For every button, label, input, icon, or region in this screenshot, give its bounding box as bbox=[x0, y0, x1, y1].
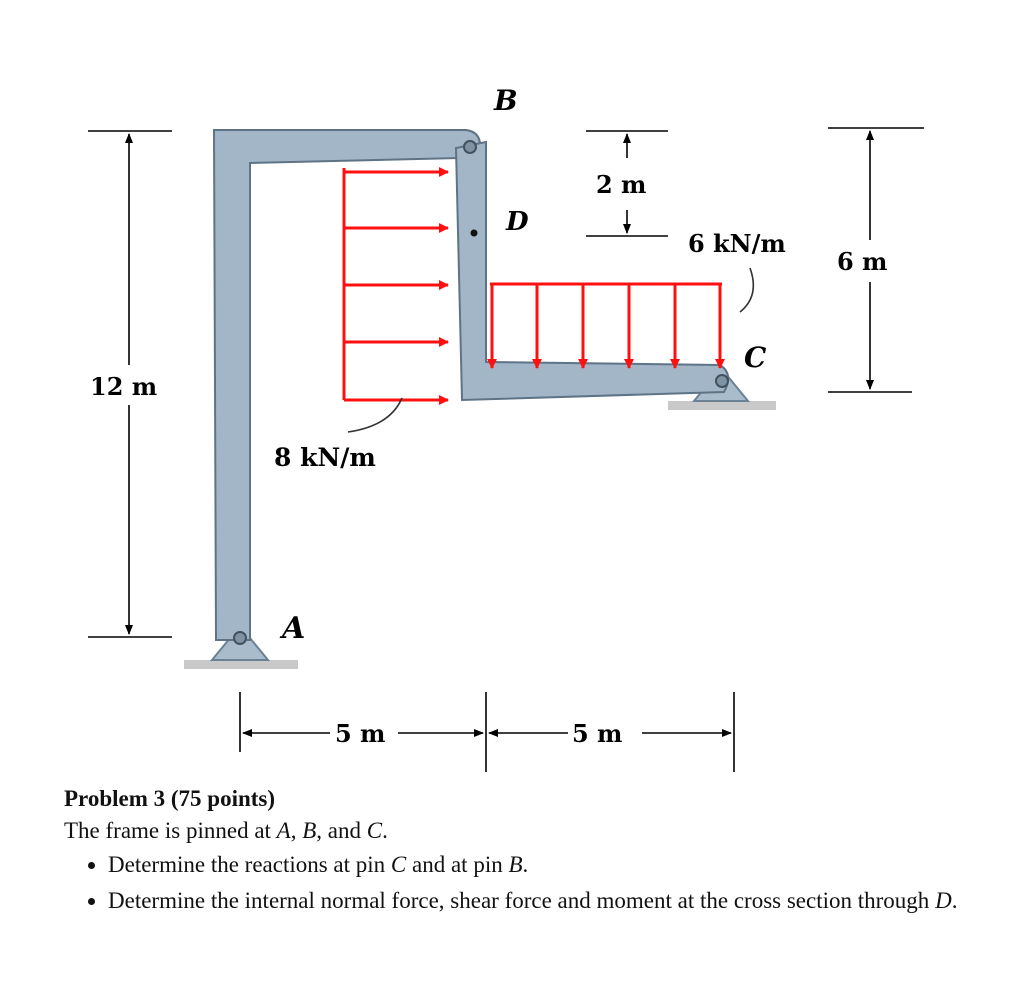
label-d: D bbox=[505, 207, 529, 237]
label-6m: 6 m bbox=[837, 247, 887, 276]
member-bdc bbox=[454, 140, 730, 402]
intro-end: . bbox=[382, 818, 388, 843]
frame-diagram: B D C A 8 kN/m 6 kN/m 12 m 6 m 2 m 5 m 5… bbox=[88, 84, 924, 772]
dimension-lines bbox=[88, 127, 924, 772]
task2-end: . bbox=[951, 888, 958, 913]
problem-intro: The frame is pinned at A, B, and C. bbox=[64, 815, 964, 847]
leader-6kn bbox=[739, 267, 755, 313]
label-5m-left: 5 m bbox=[335, 719, 385, 748]
task2-d: D bbox=[935, 888, 952, 913]
label-a: A bbox=[279, 611, 305, 646]
pins bbox=[233, 140, 729, 645]
ground-a bbox=[184, 660, 298, 669]
intro-b: B bbox=[302, 818, 317, 843]
label-b: B bbox=[493, 84, 518, 117]
label-8kn: 8 kN/m bbox=[274, 443, 376, 472]
point-d bbox=[470, 229, 478, 237]
leader-8kn bbox=[347, 397, 403, 433]
label-5m-right: 5 m bbox=[572, 719, 622, 748]
task2-text: Determine the internal normal force, she… bbox=[108, 888, 936, 913]
problem-title: Problem 3 (75 points) bbox=[64, 786, 276, 811]
label-2m: 2 m bbox=[596, 170, 646, 199]
task-item-reactions: Determine the reactions at pin C and at … bbox=[108, 849, 964, 881]
task1-text: Determine the reactions at pin bbox=[108, 852, 391, 877]
pin-c bbox=[715, 374, 729, 388]
intro-sep1: , bbox=[290, 818, 303, 843]
intro-text: The frame is pinned at bbox=[64, 818, 277, 843]
horizontal-load bbox=[342, 167, 449, 405]
task1-end: . bbox=[522, 852, 529, 877]
ground-supports bbox=[184, 366, 776, 669]
intro-sep2: , and bbox=[316, 818, 367, 843]
task-list: Determine the reactions at pin C and at … bbox=[64, 849, 964, 917]
task1-mid: and at pin bbox=[406, 852, 509, 877]
vertical-load bbox=[487, 282, 725, 369]
member-ab bbox=[212, 129, 482, 641]
label-c: C bbox=[744, 341, 767, 374]
intro-c: C bbox=[366, 818, 383, 843]
task1-b: B bbox=[508, 852, 523, 877]
intro-a: A bbox=[276, 818, 291, 843]
problem-statement: Problem 3 (75 points) The frame is pinne… bbox=[64, 783, 964, 917]
task1-c: C bbox=[390, 852, 407, 877]
pin-a bbox=[233, 631, 247, 645]
task-item-internal-forces: Determine the internal normal force, she… bbox=[108, 885, 964, 917]
ground-c bbox=[668, 401, 776, 410]
label-12m: 12 m bbox=[90, 372, 157, 401]
label-6kn: 6 kN/m bbox=[688, 229, 786, 258]
frame-members bbox=[212, 129, 730, 641]
pin-b bbox=[463, 140, 477, 154]
